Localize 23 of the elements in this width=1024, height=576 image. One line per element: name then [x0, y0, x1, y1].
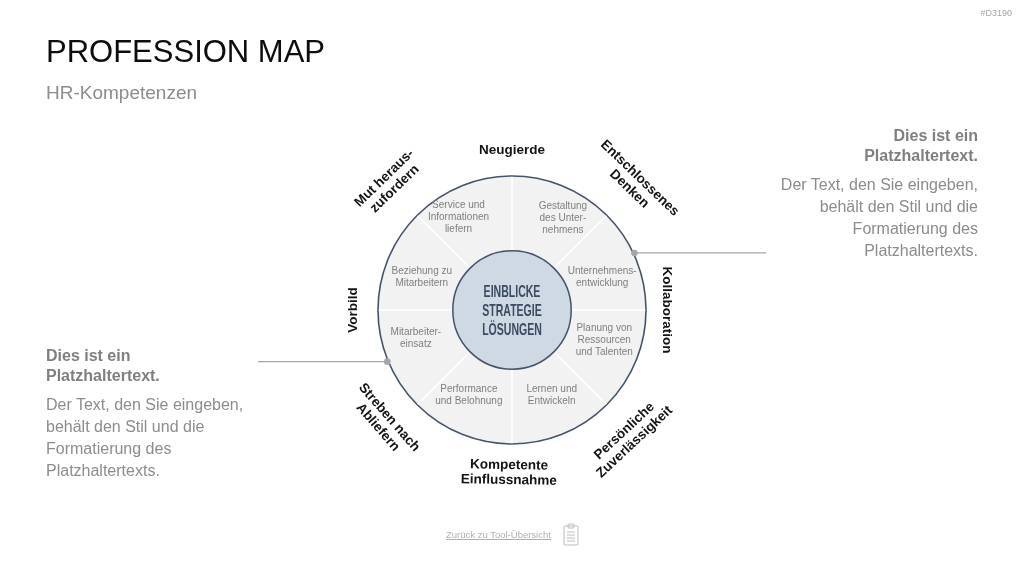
- segment-label: Unternehmens- entwicklung: [567, 265, 638, 290]
- segment-label: Mitarbeiter- einsatz: [389, 325, 442, 350]
- competency-label: Neugierde: [478, 141, 546, 157]
- segment-label: Lernen und Entwickeln: [525, 383, 578, 408]
- segment-label: Performance und Belohnung: [434, 382, 504, 407]
- callout-heading: Dies ist ein Platzhaltertext.: [863, 126, 978, 166]
- hub-label: EINBLICKE STRATEGIE LÖSUNGEN: [481, 281, 543, 339]
- leader-line: [257, 358, 391, 365]
- competency-label: Kollaboration: [659, 266, 675, 354]
- competency-label: Kompetente Einflussnahme: [459, 456, 559, 488]
- segment-label: Beziehung zu Mitarbeitern: [390, 265, 453, 290]
- segment-label: Gestaltung des Unter- nehmens: [537, 200, 588, 237]
- document-id: #D3190: [980, 8, 1012, 18]
- competency-label: Vorbild: [344, 286, 360, 334]
- segment-label: Service und Informationen liefern: [427, 199, 490, 236]
- leader-line: [631, 249, 767, 257]
- callout-heading: Dies ist ein Platzhaltertext.: [46, 346, 161, 386]
- back-link: Zurück zu Tool-Übersicht: [446, 529, 551, 541]
- page-title: PROFESSION MAP: [46, 33, 326, 71]
- subtitle: HR-Kompetenzen: [46, 81, 198, 105]
- callout-text: Der Text, den Sie eingeben, behält den Stil und die Formatierung des Platzhaltertexts.: [46, 395, 245, 481]
- callout-text: Der Text, den Sie eingeben, behält den Stil und die Formatierung des Platzhaltertexts.: [779, 175, 978, 261]
- segment-label: Planung von Ressourcen und Talenten: [574, 321, 634, 358]
